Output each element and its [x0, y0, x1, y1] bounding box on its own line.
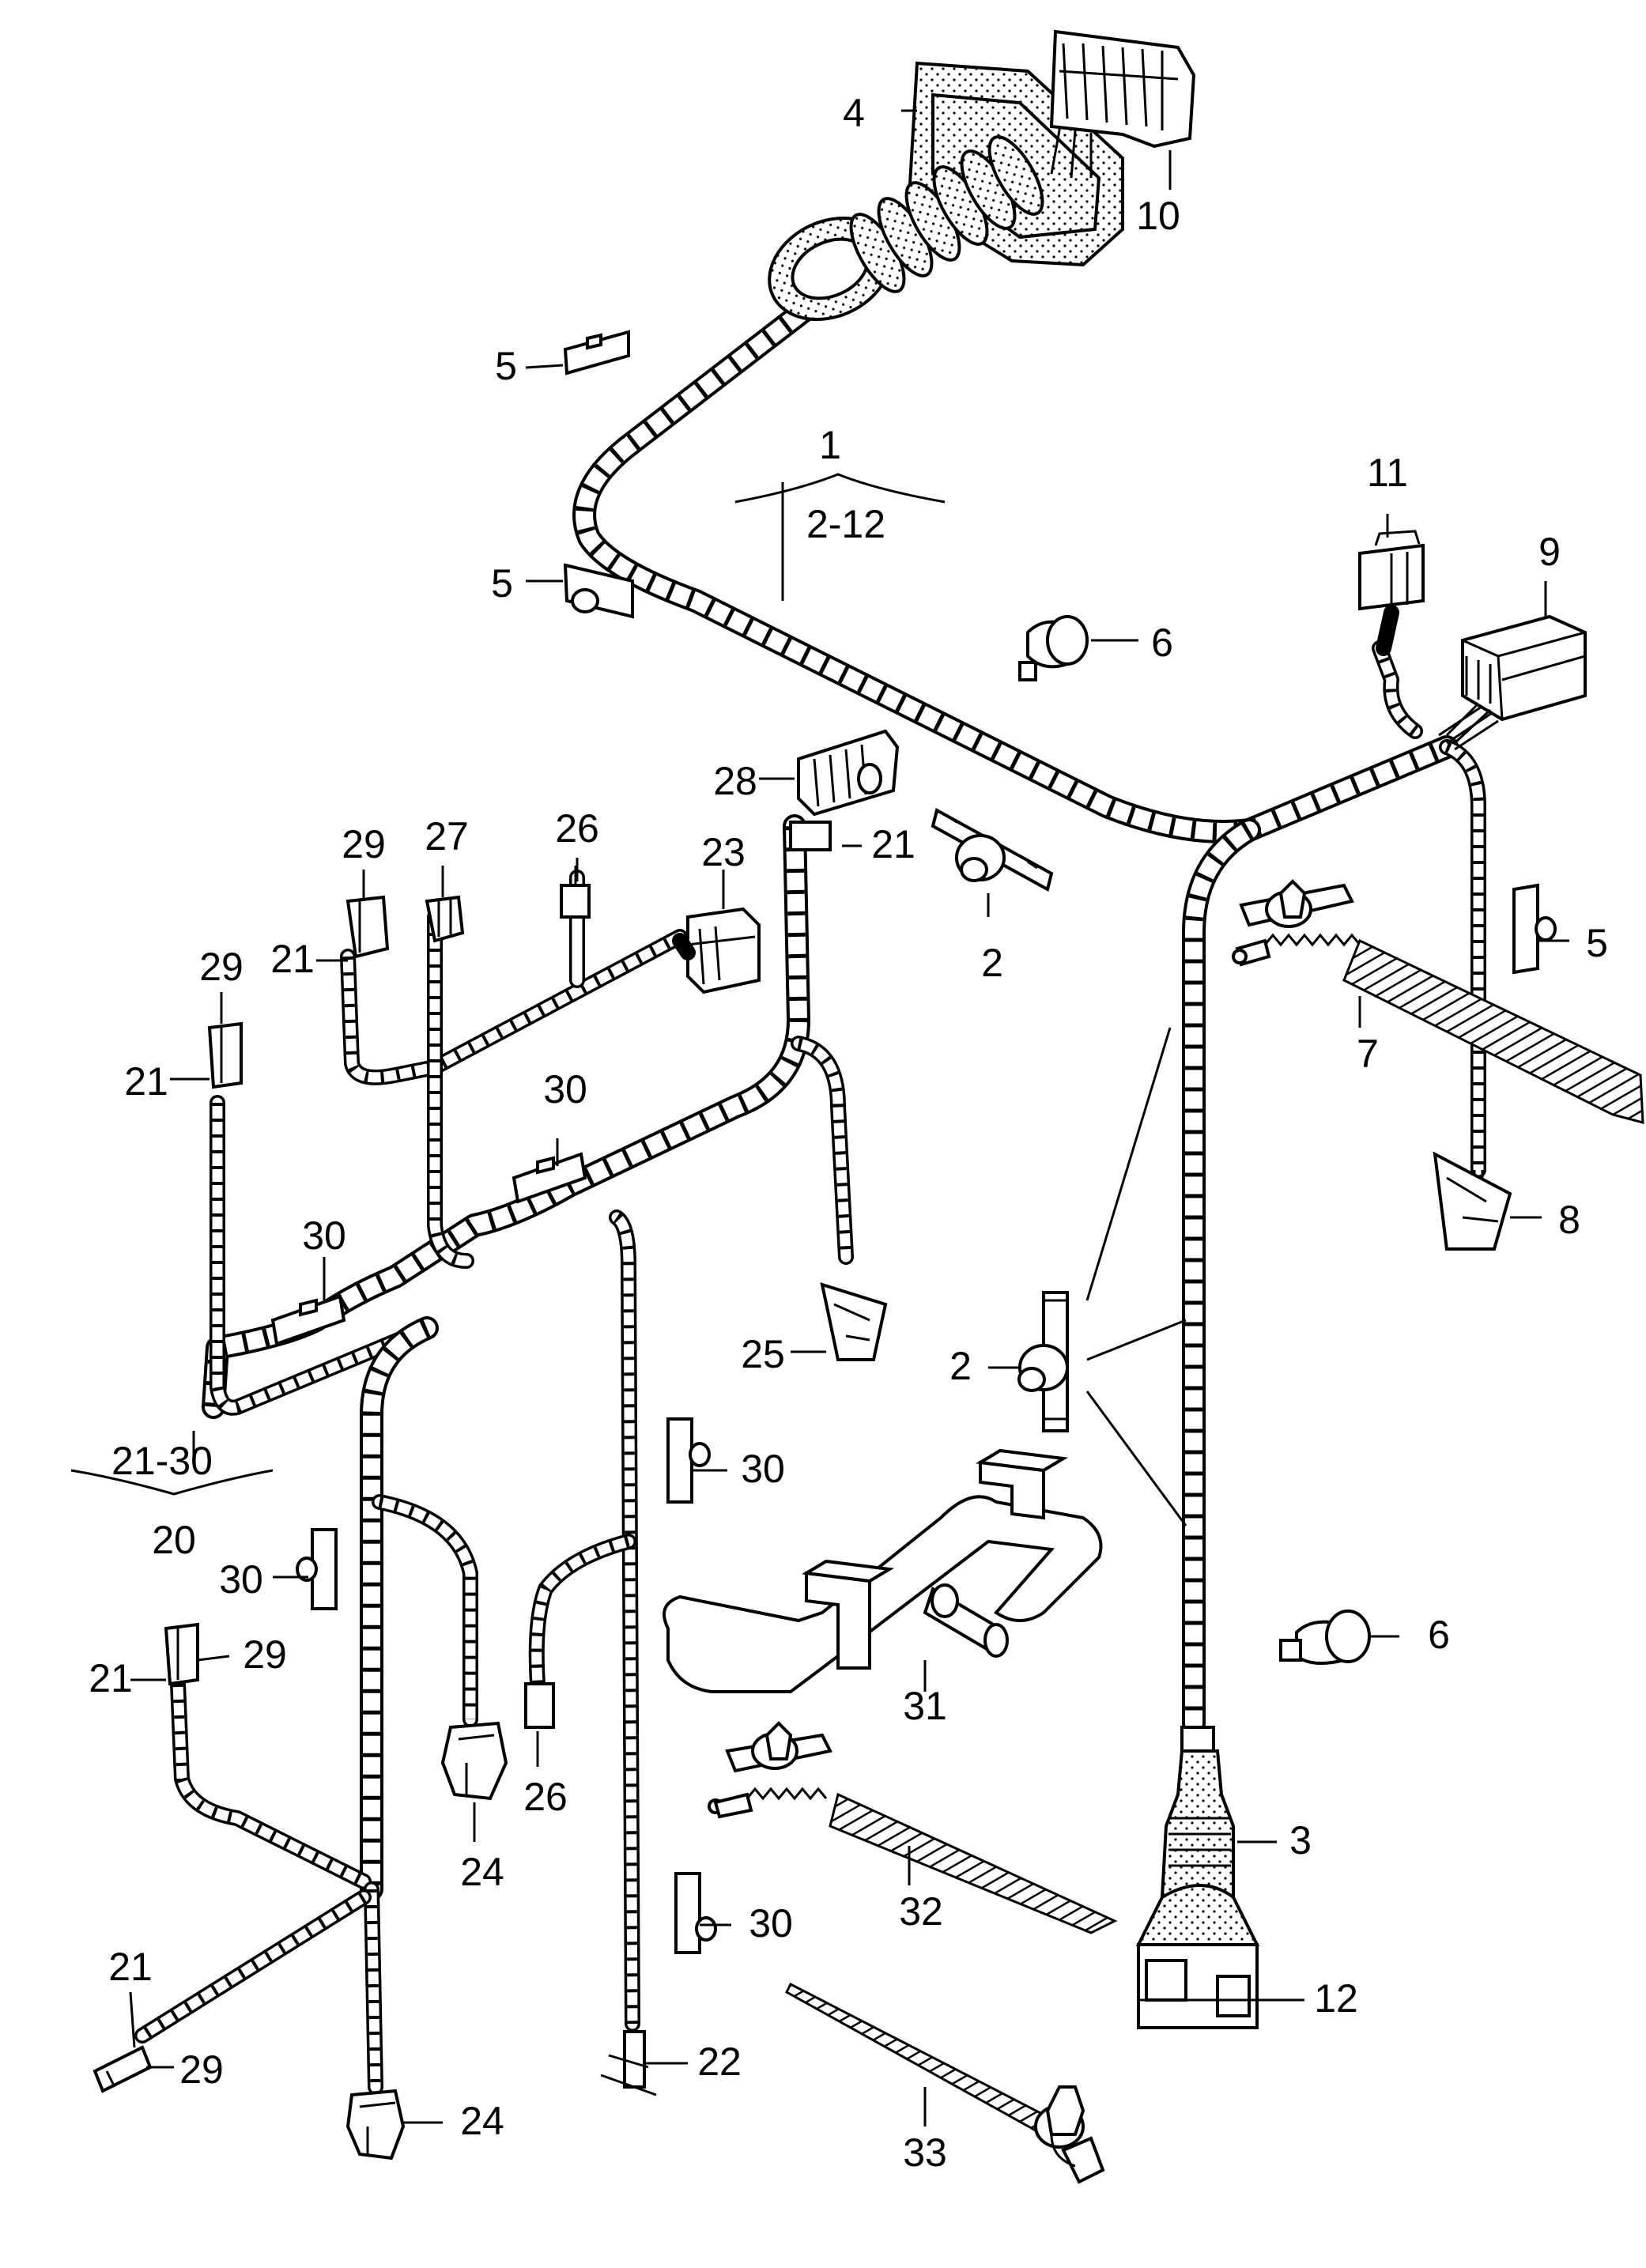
callout-32: 32: [899, 1889, 943, 1934]
clip-6-top: [1018, 615, 1089, 681]
callout-30-e: 30: [749, 1901, 793, 1945]
connector-25: [820, 1282, 888, 1361]
callout-29-c: 29: [243, 1632, 287, 1677]
connector-29-a: [345, 895, 390, 959]
connector-23: [672, 907, 761, 994]
callout-20: 20: [152, 1518, 196, 1562]
pipe-bracket-31: [663, 1448, 1103, 1693]
callout-23: 23: [701, 830, 746, 874]
callout-2-lower: 2: [949, 1344, 972, 1388]
callout-21-b: 21: [270, 937, 315, 981]
callout-labels: 1 2-12 4 10 5 5 6 11 9 5 7 8 2 2 6 3 12 …: [89, 91, 1608, 2175]
callout-9: 9: [1538, 530, 1561, 574]
callout-33: 33: [903, 2130, 947, 2175]
callout-30-b: 30: [302, 1213, 346, 1258]
callout-26-upper: 26: [555, 806, 599, 851]
callout-21-c: 21: [124, 1059, 168, 1104]
clip-30-a: [512, 1152, 587, 1204]
clip-30-c: [666, 1417, 711, 1504]
callout-10: 10: [1136, 194, 1180, 238]
connector-22: [600, 2030, 657, 2096]
connector-29-b: [207, 1021, 243, 1089]
callout-12: 12: [1314, 1976, 1358, 2021]
callout-24-upper: 24: [460, 1850, 504, 1894]
clip-2-upper: [931, 807, 1054, 892]
clip-2-lower: [1017, 1291, 1069, 1432]
callout-5-top: 5: [495, 344, 517, 388]
connector-10: [1049, 29, 1196, 179]
callout-21-d: 21: [89, 1656, 133, 1700]
callout-28: 28: [713, 759, 757, 803]
callout-30-d: 30: [219, 1557, 263, 1602]
connector-28: [789, 729, 900, 851]
callout-11: 11: [1367, 451, 1408, 495]
callout-1: 1: [819, 423, 841, 467]
callout-2-12: 2-12: [806, 502, 885, 546]
connector-8: [1433, 1151, 1512, 1251]
connector-11: [1358, 530, 1425, 656]
callout-29-b: 29: [199, 945, 244, 989]
callout-21-30: 21-30: [111, 1439, 213, 1483]
connector-12: [1135, 1884, 1260, 2029]
connector-24-lower: [345, 2089, 406, 2160]
callout-22: 22: [697, 2040, 742, 2084]
callout-6-top: 6: [1151, 621, 1173, 665]
callout-29-d: 29: [179, 2047, 224, 2092]
callout-8: 8: [1558, 1198, 1580, 1242]
connector-29-d: [92, 2045, 153, 2093]
clip-30-d: [296, 1528, 338, 1610]
lead-lines-clip-2: [1085, 1027, 1187, 1526]
clip-5-top: [563, 330, 630, 375]
harness-20: [134, 814, 854, 2095]
cable-tie-33: [785, 1982, 1105, 2184]
connector-29-c: [164, 1622, 199, 1686]
clip-6-lower: [1279, 1609, 1371, 1665]
callout-4: 4: [843, 91, 865, 135]
connector-9: [1445, 614, 1587, 745]
clip-5-right: [1512, 883, 1557, 975]
connector-26-lower: [524, 1682, 555, 1729]
connector-27: [425, 895, 465, 943]
callout-5-mid: 5: [491, 561, 513, 606]
callout-25: 25: [741, 1332, 785, 1376]
callout-5-right: 5: [1586, 921, 1608, 965]
clip-30-e: [674, 1872, 717, 1954]
callout-30-a: 30: [543, 1067, 587, 1111]
callout-24-lower: 24: [460, 2099, 504, 2143]
boot-3: [1160, 1726, 1235, 1899]
callout-21-e: 21: [108, 1945, 153, 1989]
connector-24-upper: [440, 1721, 508, 1801]
callout-31: 31: [903, 1684, 947, 1728]
callout-29-a: 29: [342, 822, 386, 866]
callout-2-upper: 2: [981, 941, 1003, 985]
callout-26-lower: 26: [523, 1775, 568, 1819]
connector-26-upper: [560, 866, 591, 919]
callout-30-c: 30: [741, 1447, 785, 1491]
callout-6-lower: 6: [1428, 1613, 1450, 1657]
main-harness: [572, 273, 1499, 1735]
clip-5-mid: [563, 563, 634, 619]
callout-leaders: [70, 109, 1569, 2126]
cable-tie-7: [1232, 879, 1644, 1124]
callout-27: 27: [425, 814, 469, 859]
cable-tie-32: [708, 1721, 1118, 1934]
callout-21-a: 21: [871, 822, 915, 866]
callout-7: 7: [1357, 1032, 1379, 1076]
clip-30-b: [270, 1294, 346, 1346]
callout-3: 3: [1289, 1818, 1312, 1862]
